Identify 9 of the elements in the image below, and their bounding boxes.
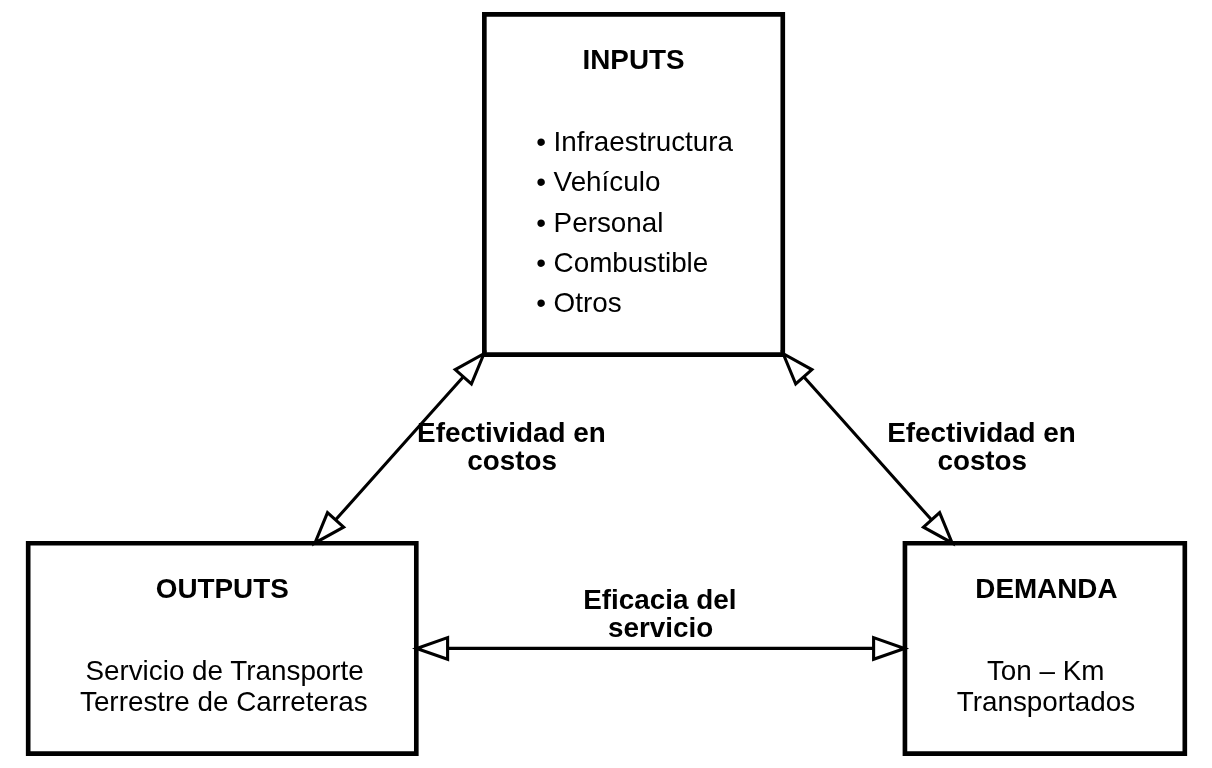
edge-label: Efectividad en costos bbox=[886, 416, 1076, 476]
edge-label: Efectividad en costos bbox=[416, 416, 606, 476]
arrow bbox=[779, 350, 955, 547]
node-box: DEMANDA Ton – Km Transportados bbox=[902, 540, 1187, 756]
arrow bbox=[311, 350, 487, 547]
arrow bbox=[411, 635, 909, 662]
node-box: INPUTS • Infraestructura • Vehículo • Personal • Combustible • Otros bbox=[481, 12, 785, 357]
node-box: OUTPUTS Servicio de Transporte Terrestre de Carreteras bbox=[25, 540, 419, 756]
edge-label: Eficacia del servicio bbox=[582, 583, 736, 643]
